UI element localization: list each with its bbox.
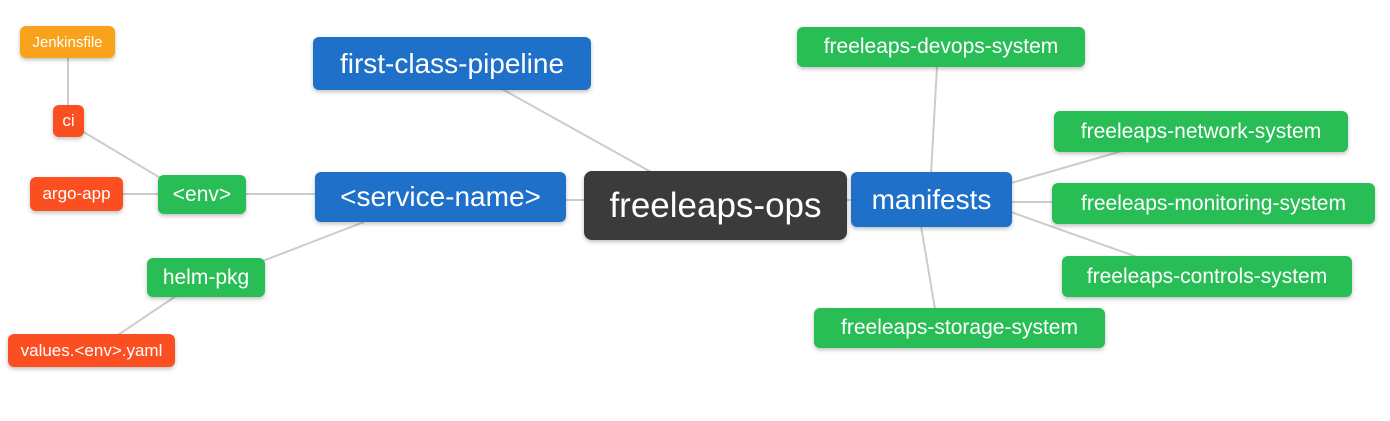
edge-manifests-devops: [930, 66, 938, 175]
node-env[interactable]: <env>: [158, 175, 246, 214]
edge-helm-pkg-service-name: [259, 221, 365, 263]
node-values-env-yaml[interactable]: values.<env>.yaml: [8, 334, 175, 367]
node-argo-app[interactable]: argo-app: [30, 177, 123, 211]
edge-manifests-storage: [920, 225, 936, 310]
node-freeleaps-ops-root[interactable]: freeleaps-ops: [584, 171, 847, 240]
edge-values-helm-pkg: [117, 295, 177, 336]
edge-manifests-network: [1010, 150, 1123, 184]
edge-manifests-controls: [1010, 211, 1141, 259]
node-jenkinsfile[interactable]: Jenkinsfile: [20, 26, 115, 58]
node-devops-system[interactable]: freeleaps-devops-system: [797, 27, 1085, 67]
edge-ci-env: [81, 130, 173, 186]
node-storage-system[interactable]: freeleaps-storage-system: [814, 308, 1105, 348]
node-manifests[interactable]: manifests: [851, 172, 1012, 227]
node-monitoring-system[interactable]: freeleaps-monitoring-system: [1052, 183, 1375, 224]
node-controls-system[interactable]: freeleaps-controls-system: [1062, 256, 1352, 297]
edge-pipeline-root: [501, 88, 661, 178]
node-service-name[interactable]: <service-name>: [315, 172, 566, 222]
node-helm-pkg[interactable]: helm-pkg: [147, 258, 265, 297]
node-first-class-pipeline[interactable]: first-class-pipeline: [313, 37, 591, 90]
node-ci[interactable]: ci: [53, 105, 84, 137]
node-network-system[interactable]: freeleaps-network-system: [1054, 111, 1348, 152]
